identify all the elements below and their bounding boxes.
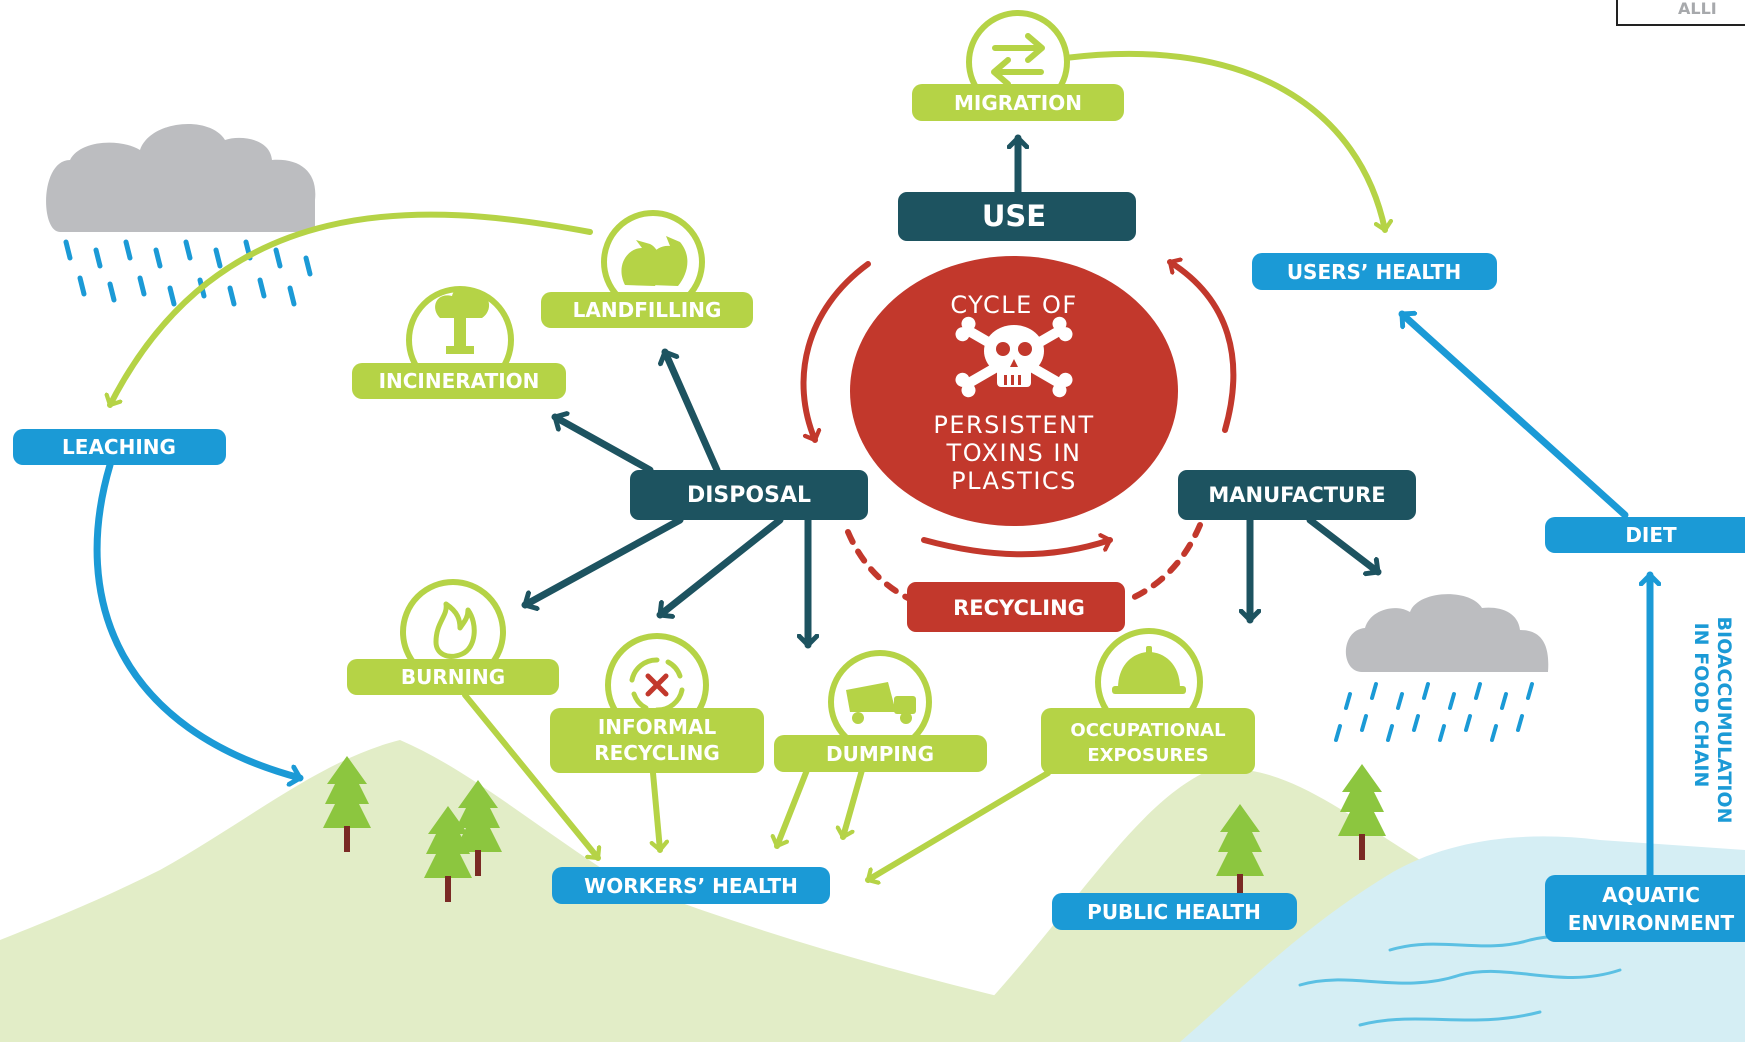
bioaccumulation-line-1: BIOACCUMULATION (1713, 617, 1735, 824)
cloud-right-icon (1334, 594, 1549, 742)
process-incineration: INCINERATION (352, 363, 566, 399)
arrow-disposal-to-burning (521, 516, 684, 605)
landscape (0, 740, 1745, 1042)
stage-recycling-label: RECYCLING (953, 596, 1085, 620)
stage-manufacture: MANUFACTURE (1178, 470, 1416, 520)
stage-manufacture-label: MANUFACTURE (1208, 483, 1385, 507)
process-burning-label: BURNING (401, 665, 505, 689)
stage-use: USE (898, 192, 1136, 241)
skull-crossbones-icon (955, 316, 1073, 398)
hills-left (0, 740, 1745, 1042)
process-landfilling-label: LANDFILLING (573, 298, 722, 322)
impact-leaching: LEACHING (13, 429, 226, 465)
logo-fragment-text: ALLI (1678, 0, 1717, 18)
tree-icon (424, 806, 472, 902)
arrow-disposal-to-informal-recycling (656, 516, 784, 615)
process-informal-recycling: INFORMAL RECYCLING (550, 708, 764, 773)
arrow-burning-to-workers-health (462, 692, 598, 861)
process-burning: BURNING (347, 659, 559, 695)
trees (323, 756, 1386, 902)
process-landfilling: LANDFILLING (541, 292, 753, 328)
impact-aquatic-environment: AQUATIC ENVIRONMENT (1545, 875, 1745, 942)
stage-use-label: USE (982, 199, 1046, 233)
flame-icon (433, 601, 477, 659)
impact-public-health: PUBLIC HEALTH (1052, 893, 1297, 930)
impact-public-health-label: PUBLIC HEALTH (1087, 900, 1261, 924)
smokestack-icon (435, 287, 490, 354)
dump-truck-icon (846, 682, 916, 724)
stage-recycling: RECYCLING (907, 582, 1125, 632)
arrow-informal-recycling-to-workers-health (653, 770, 660, 853)
recycling-dashed-left (845, 529, 915, 603)
impact-leaching-label: LEACHING (62, 435, 176, 459)
bioaccumulation-note: BIOACCUMULATION IN FOOD CHAIN (1690, 617, 1735, 824)
process-dumping: DUMPING (774, 735, 987, 772)
impact-diet-label: DIET (1625, 523, 1677, 547)
impact-labels: USERS’ HEALTH LEACHING WORKERS’ HEALTH P… (13, 253, 1745, 942)
arrow-disposal-to-manufacture (921, 540, 1113, 558)
arrow-landfilling-to-leaching (110, 211, 593, 408)
center-line-2: PERSISTENT (933, 411, 1094, 439)
arrow-diet-to-users-health (1398, 310, 1629, 519)
teal-arrows (521, 134, 1382, 649)
process-occupational-exposures: OCCUPATIONAL EXPOSURES (1041, 708, 1255, 774)
process-informal-recycling-line-2: RECYCLING (594, 741, 720, 765)
impact-workers-health-label: WORKERS’ HEALTH (584, 874, 798, 898)
arrow-disposal-to-landfilling (665, 348, 721, 474)
hard-hat-icon (1112, 646, 1186, 694)
arrow-manufacture-to-use (1167, 262, 1237, 433)
tree-icon (1216, 804, 1264, 900)
cycle-arrows (800, 261, 1237, 603)
impact-aquatic-line-2: ENVIRONMENT (1568, 911, 1735, 935)
process-incineration-label: INCINERATION (379, 369, 540, 393)
green-arrows (110, 50, 1385, 880)
process-labels: MIGRATION LANDFILLING INCINERATION BURNI… (347, 84, 1255, 774)
center-line-1: CYCLE OF (950, 291, 1077, 319)
process-migration-label: MIGRATION (954, 91, 1082, 115)
swap-arrows-icon (991, 33, 1045, 87)
arrow-manufacture-to-cloud (1306, 516, 1382, 572)
occupational-icon-circle (1095, 628, 1203, 736)
cloud-left-icon (46, 123, 316, 307)
trash-bags-icon (621, 236, 688, 286)
impact-diet: DIET (1545, 517, 1745, 553)
impact-users-health-label: USERS’ HEALTH (1287, 260, 1461, 284)
stage-disposal: DISPOSAL (630, 470, 868, 520)
impact-aquatic-line-1: AQUATIC (1602, 883, 1700, 907)
arrow-dumping-to-workers-health-2 (843, 767, 865, 840)
process-occupational-line-2: EXPOSURES (1087, 745, 1208, 766)
tree-icon (1338, 764, 1386, 860)
arrow-migration-to-users-health (1062, 50, 1385, 233)
process-migration: MIGRATION (912, 84, 1124, 121)
impact-users-health: USERS’ HEALTH (1252, 253, 1497, 290)
recycling-dashed-right (1125, 522, 1203, 603)
cycle-center: CYCLE OF PERSISTENT TOXINS IN PLASTICS (850, 256, 1178, 526)
process-informal-recycling-line-1: INFORMAL (598, 715, 717, 739)
arrow-dumping-to-workers-health-1 (777, 767, 810, 849)
bioaccumulation-line-2: IN FOOD CHAIN (1690, 623, 1712, 788)
tree-icon (323, 756, 371, 852)
arrow-leaching-to-environment (93, 461, 304, 778)
logo-fragment: ALLI (1616, 0, 1745, 26)
arrow-use-to-disposal (800, 261, 871, 443)
center-line-4: PLASTICS (951, 467, 1077, 495)
stage-disposal-label: DISPOSAL (687, 483, 811, 508)
process-dumping-label: DUMPING (826, 742, 934, 766)
water-wave-3 (1358, 1010, 1542, 1027)
water-wave-2 (1298, 968, 1622, 987)
center-line-3: TOXINS IN (946, 439, 1082, 467)
impact-workers-health: WORKERS’ HEALTH (552, 867, 830, 904)
blue-arrows (93, 310, 1650, 879)
center-circle (850, 256, 1178, 526)
process-occupational-line-1: OCCUPATIONAL (1070, 720, 1225, 741)
arrow-occupational-to-workers-health (865, 770, 1051, 880)
arrow-disposal-to-incineration (551, 417, 654, 474)
